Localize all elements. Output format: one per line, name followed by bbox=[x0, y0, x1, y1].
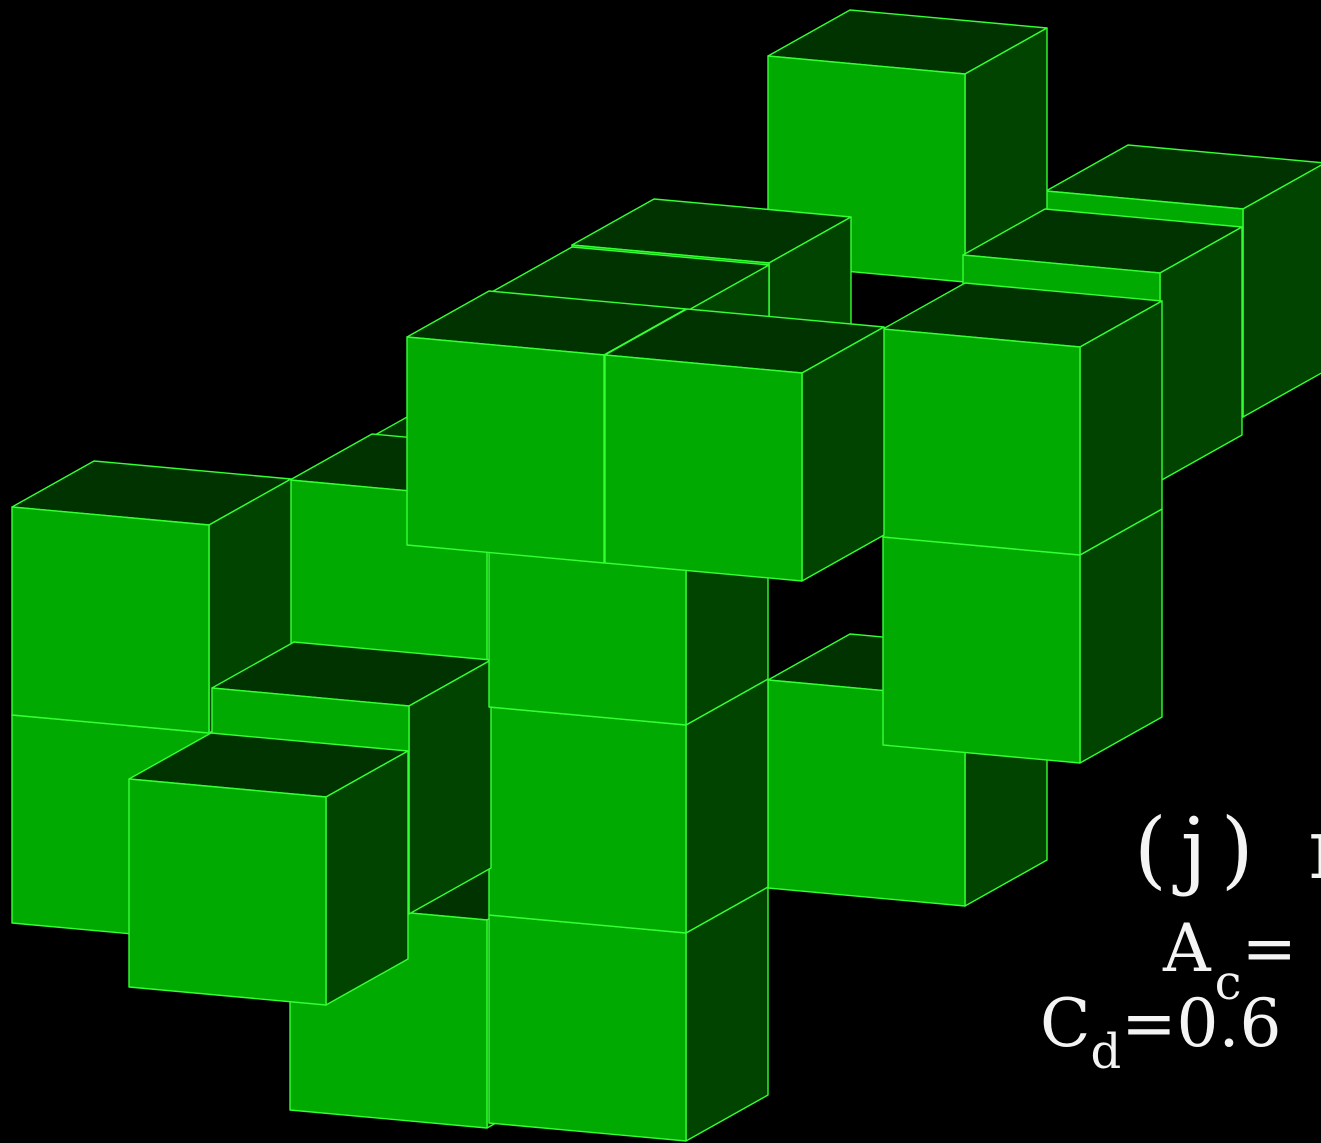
cube-right-lower-front-face bbox=[882, 536, 1081, 764]
area-subscript: c bbox=[1214, 955, 1242, 1011]
drag-symbol: C bbox=[1040, 985, 1091, 1062]
area-formula: Ac= bbox=[1163, 910, 1297, 1011]
drag-value: =0.6 bbox=[1121, 985, 1282, 1062]
figure-label: (j) n bbox=[1134, 800, 1321, 898]
drag-subscript: d bbox=[1090, 1024, 1122, 1080]
cube-front-ledge-front-face bbox=[128, 778, 327, 1006]
area-value: = bbox=[1241, 910, 1297, 987]
area-symbol: A bbox=[1163, 910, 1211, 987]
cube-bottom-center-base-front-face bbox=[488, 914, 687, 1142]
cube-left-top-front-face bbox=[11, 506, 210, 734]
drag-formula: Cd=0.6 bbox=[1040, 985, 1282, 1080]
cube-top-row-left-front-face bbox=[406, 336, 605, 564]
cube-right-upper-front-face bbox=[882, 328, 1081, 556]
cube-center-middle-front-face bbox=[488, 706, 687, 934]
cube-top-row-right-front-face bbox=[604, 354, 803, 582]
